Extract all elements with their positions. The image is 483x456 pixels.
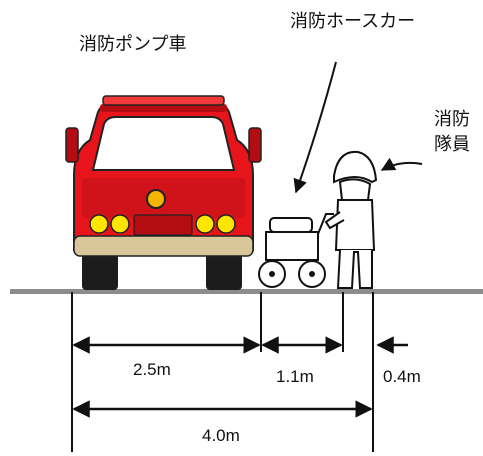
dim-label-total: 4.0m [202,426,240,445]
headlight-icon [89,214,109,234]
truck-grille [133,214,193,236]
firefighter-arm [324,211,345,230]
firefighter-face [338,178,372,201]
dim-label-gap: 0.4m [383,367,421,386]
hose-rolls [269,217,313,233]
firefighter-figure [324,150,378,289]
truck-wheel-left [82,248,118,290]
hose-cart-handle [317,213,334,235]
wheel-hub-icon [309,271,315,277]
firefighter-helmet [333,150,378,184]
truck-light-bar [102,95,225,106]
truck-roof [100,104,227,112]
truck-wheel-right [206,248,242,290]
hose-cart [258,213,334,288]
hose-cart-label: 消防ホースカー [290,11,416,32]
firefighter-pointer-arrow [380,157,423,171]
headlight-icon [216,214,236,234]
firefighter-body [334,199,376,251]
truck-emblem-icon [146,189,166,209]
dimension-reference-lines [71,292,374,452]
headlight-icon [195,214,215,234]
firefighter-label-line2: 隊員 [434,134,470,155]
pump-truck-label: 消防ポンプ車 [79,34,187,55]
firefighter-label-line1: 消防 [434,109,470,130]
truck-mirror-right [248,127,262,163]
truck-mirror-left [65,127,79,163]
dim-label-truck: 2.5m [133,360,171,379]
hose-cart-frame [265,231,319,261]
firefighter-legs [336,249,373,289]
fire-pump-truck [65,95,262,290]
wheel-hub-icon [269,271,275,277]
headlight-icon [110,214,130,234]
truck-bumper [73,235,254,257]
truck-windshield [91,116,236,171]
ground-line [10,289,483,294]
hose-cart-pointer-arrow [293,61,337,194]
dim-label-hose-cart: 1.1m [276,367,314,386]
